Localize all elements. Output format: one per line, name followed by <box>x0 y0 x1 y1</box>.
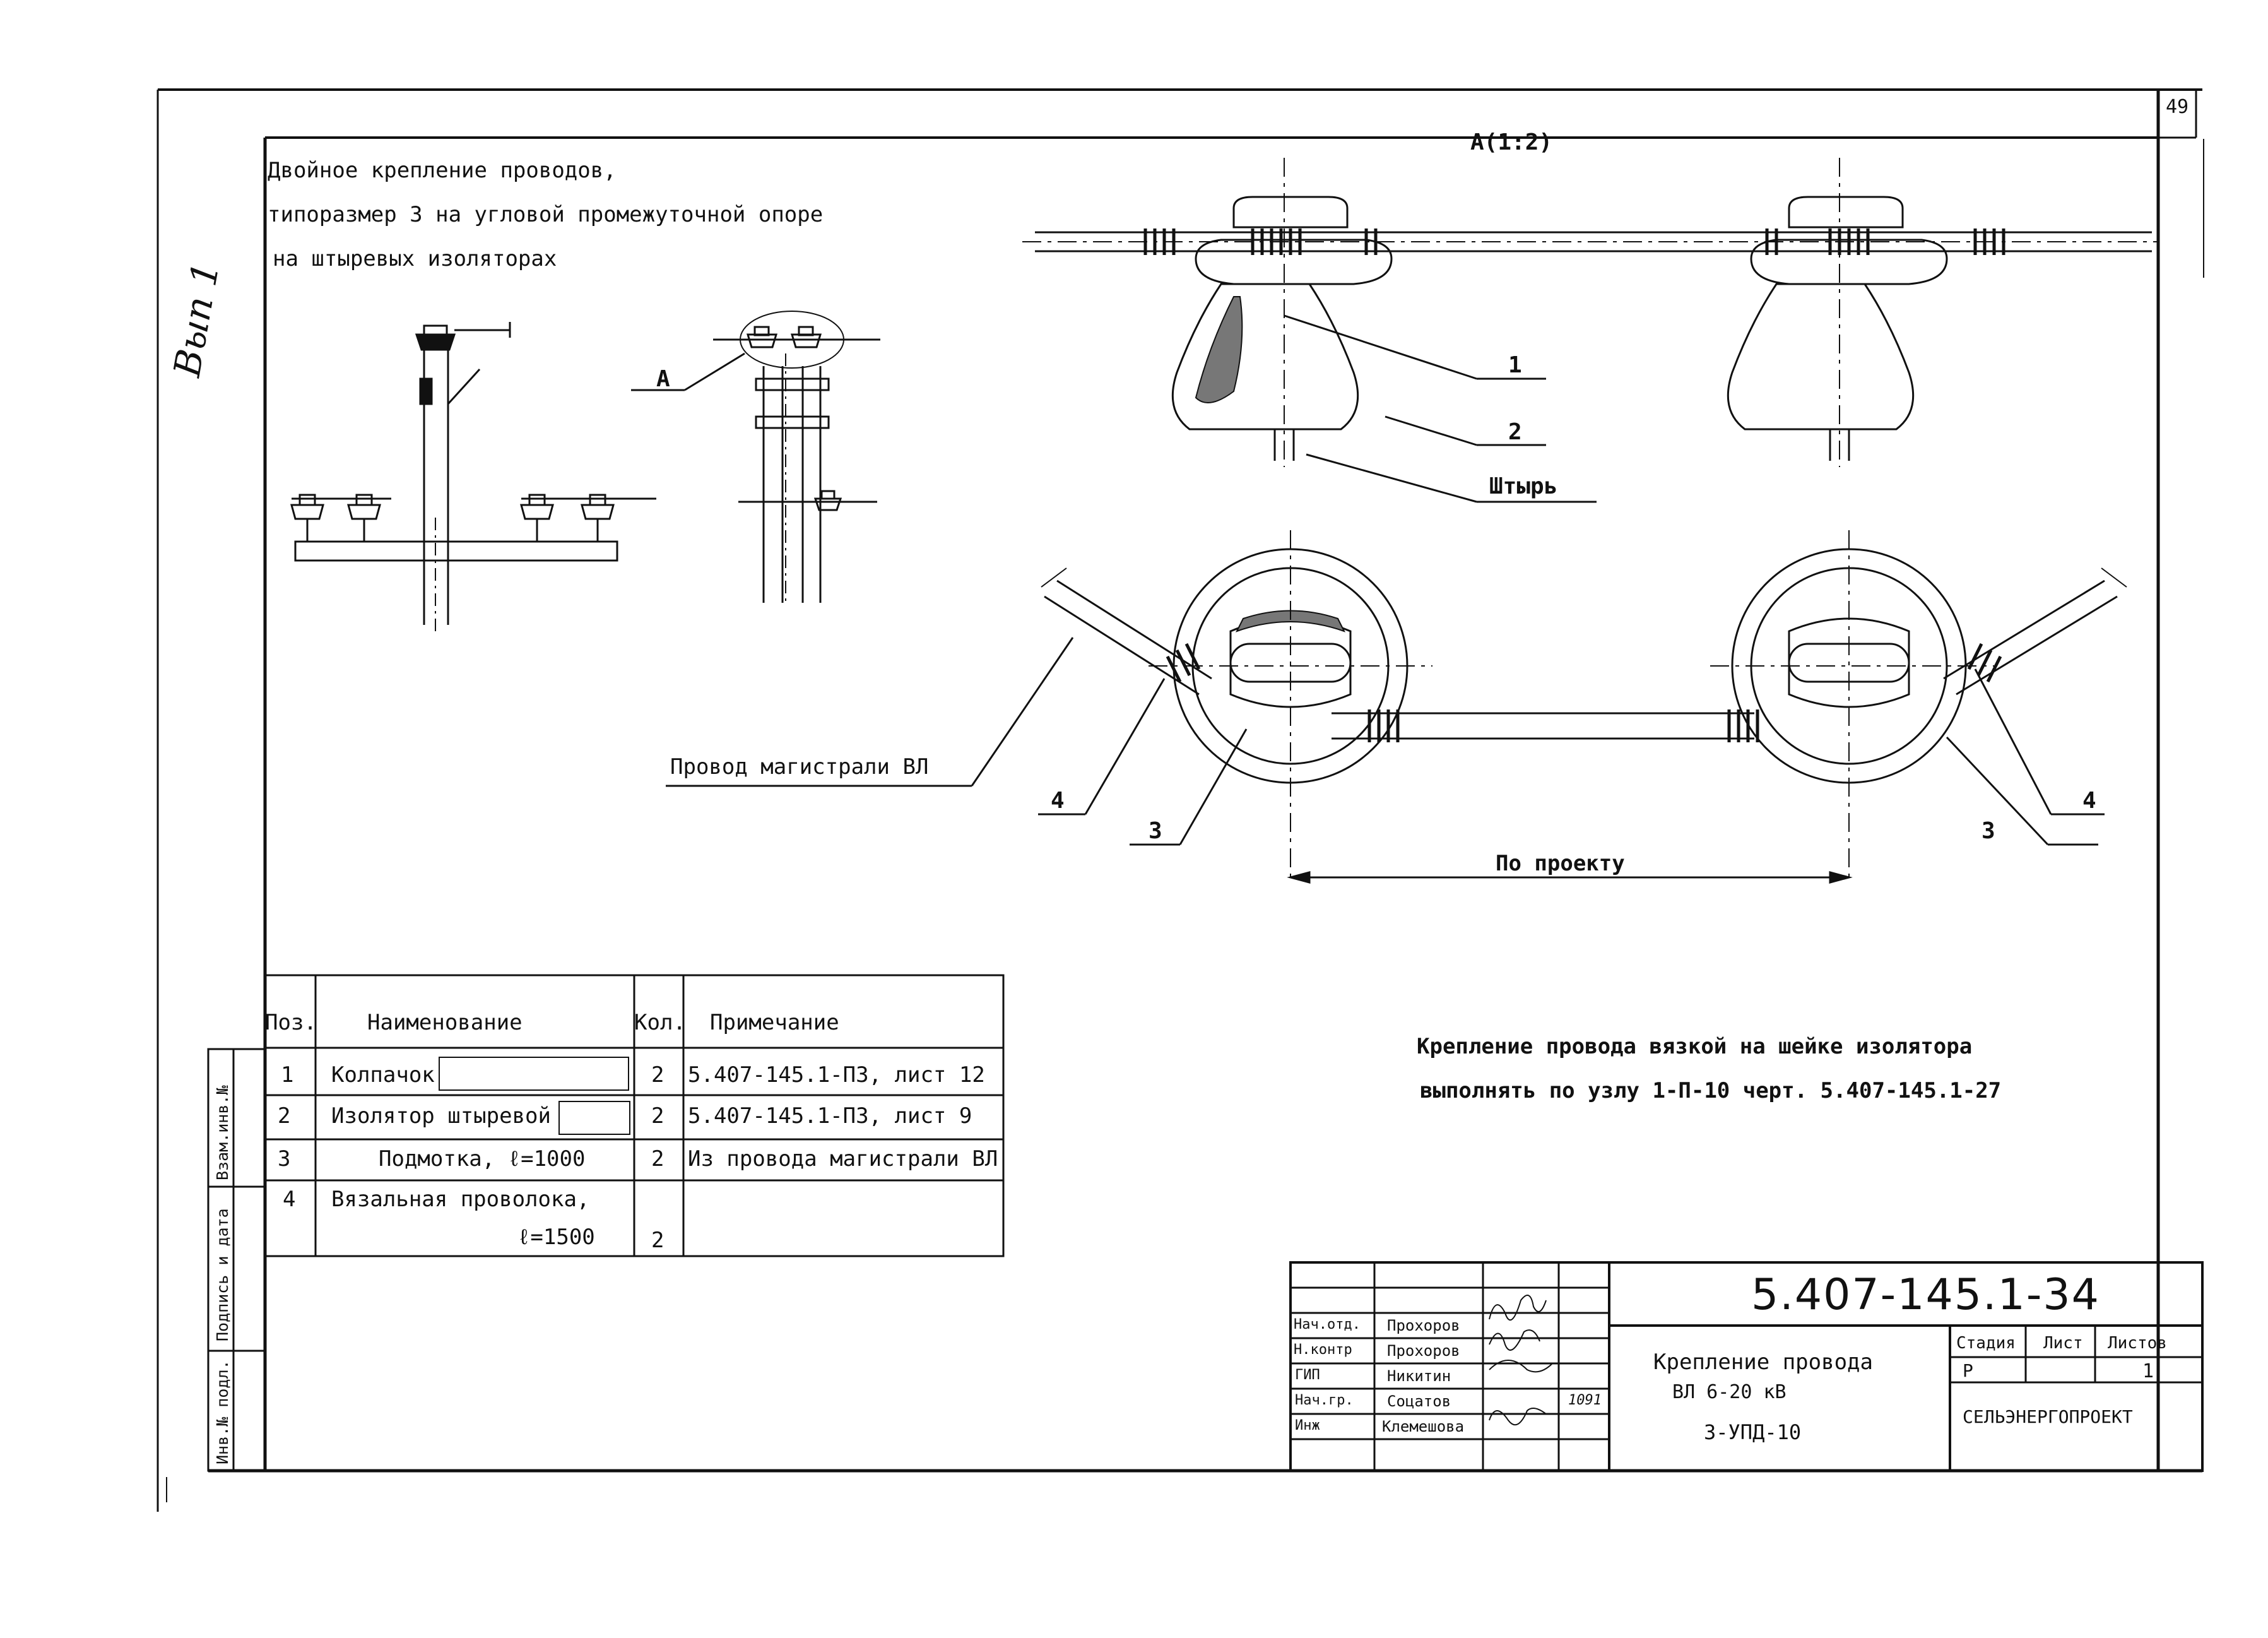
section-view-top <box>1022 158 2158 467</box>
dimension-label: По проекту <box>1496 851 1625 876</box>
drawing-title-1: Крепление провода <box>1653 1350 1873 1375</box>
spec-row-2-pos: 2 <box>278 1103 291 1129</box>
callout-pin: Штырь <box>1489 473 1558 499</box>
spec-row-4-qty: 2 <box>651 1228 664 1253</box>
side-stamp-frame <box>207 1048 266 1472</box>
tb-name-2: Прохоров <box>1387 1342 1460 1360</box>
spec-row-3-name: Подмотка, ℓ=1000 <box>379 1146 586 1172</box>
side-stamp-replace: Взам.инв.№ <box>213 1085 232 1180</box>
assembly-view-right <box>713 311 880 606</box>
plan-coils <box>1166 643 2002 742</box>
tb-role-1: Нач.отд. <box>1294 1317 1361 1332</box>
tb-role-4: Нач.гр. <box>1295 1392 1354 1408</box>
sheets-value: 1 <box>2142 1360 2154 1382</box>
title-line-2: типоразмер 3 на угловой промежуточной оп… <box>268 202 824 227</box>
spec-row-4-name-2: ℓ=1500 <box>517 1225 595 1250</box>
side-stamp-sign-date: Подпись и дата <box>213 1208 232 1341</box>
tb-role-3: ГИП <box>1295 1367 1320 1383</box>
drawing-title-3: 3-УПД-10 <box>1704 1420 1802 1444</box>
spec-table-grid <box>264 974 1005 1257</box>
drawing-title-2: ВЛ 6-20 кВ <box>1672 1381 1787 1403</box>
callout-1: 1 <box>1508 352 1522 378</box>
side-stamp-inv: Инв.№ подл. <box>213 1360 232 1464</box>
spec-header-pos: Поз. <box>265 1010 317 1035</box>
tb-name-5: Клемешова <box>1382 1418 1465 1435</box>
title-block-grid <box>1289 1261 2204 1472</box>
tb-sign-date: 1091 <box>1568 1392 1602 1408</box>
spec-row-4-name: Вязальная проволока, <box>331 1187 590 1212</box>
sheet-header: Лист <box>2043 1334 2083 1353</box>
plan-view-bottom <box>1041 530 2127 884</box>
title-line-3: на штыревых изоляторах <box>273 246 557 271</box>
assembly-view-left <box>290 322 656 631</box>
tb-role-2: Н.контр <box>1294 1342 1352 1358</box>
tb-name-4: Соцатов <box>1387 1392 1451 1410</box>
note-line-2: выполнять по узлу 1-П-10 черт. 5.407-145… <box>1420 1078 2002 1103</box>
spec-row-1-name: Колпачок <box>331 1062 435 1088</box>
spec-row-3-note: Из провода магистрали ВЛ <box>688 1146 998 1172</box>
spec-row-2-name: Изолятор штыревой <box>331 1103 551 1129</box>
side-insulators <box>290 494 656 542</box>
view-label: А(1:2) <box>1470 129 1553 155</box>
stage-value: Р <box>1963 1360 1973 1381</box>
spec-header-note: Примечание <box>710 1010 839 1035</box>
tb-role-5: Инж <box>1295 1418 1320 1433</box>
sheets-header: Листов <box>2108 1334 2167 1353</box>
tb-name-3: Никитин <box>1387 1367 1451 1385</box>
tb-name-1: Прохоров <box>1387 1317 1460 1334</box>
callout-3-right: 3 <box>1982 818 1995 844</box>
spec-header-name: Наименование <box>367 1010 523 1035</box>
stage-header: Стадия <box>1956 1334 2016 1353</box>
signature-marks <box>1489 1295 1553 1426</box>
spec-row-3-qty: 2 <box>651 1146 664 1172</box>
callout-4-right: 4 <box>2082 788 2096 814</box>
callout-3-left: 3 <box>1149 818 1162 844</box>
callout-2: 2 <box>1508 419 1522 445</box>
spec-row-2-note: 5.407-145.1-ПЗ, лист 9 <box>688 1103 972 1129</box>
leaders-bottom <box>666 637 2105 846</box>
spec-header-qty: Кол. <box>634 1010 686 1035</box>
leaders-top <box>1284 314 1597 503</box>
spec-row-1-note: 5.407-145.1-ПЗ, лист 12 <box>688 1062 985 1088</box>
note-line-1: Крепление провода вязкой на шейке изолят… <box>1417 1034 1973 1059</box>
spec-row-1-qty: 2 <box>651 1062 664 1088</box>
page-number: 49 <box>2166 96 2189 118</box>
doc-number: 5.407-145.1-34 <box>1751 1270 2100 1320</box>
title-line-1: Двойное крепление проводов, <box>268 158 617 183</box>
leader-a <box>631 352 745 391</box>
binding-coils <box>1143 228 2005 255</box>
spec-row-2-qty: 2 <box>651 1103 664 1129</box>
callout-4-left: 4 <box>1051 788 1065 814</box>
organization: СЕЛЬЭНЕРГОПРОЕКТ <box>1963 1406 2133 1427</box>
callout-a: А <box>656 366 670 392</box>
spec-row-1-pos: 1 <box>281 1062 294 1088</box>
spec-row-3-pos: 3 <box>278 1146 291 1172</box>
callout-wire: Провод магистрали ВЛ <box>670 754 929 780</box>
spec-row-4-pos: 4 <box>283 1187 296 1212</box>
